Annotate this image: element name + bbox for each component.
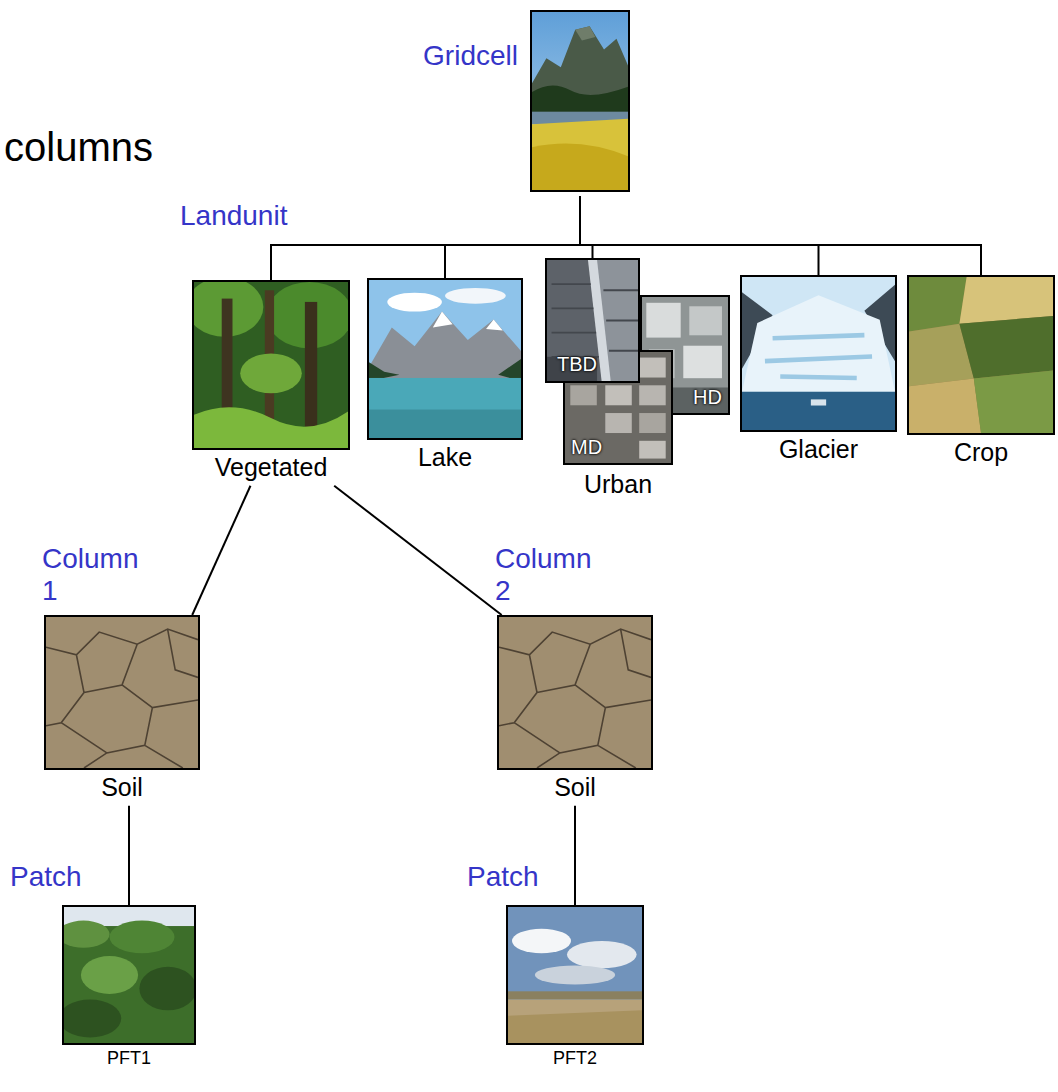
landscape-illustration [194,282,348,448]
landunit-box: Glacier [740,275,897,468]
node-caption: Soil [497,770,653,802]
text-holder: HD [693,386,722,409]
tree-connector [580,196,981,275]
landscape-illustration [499,617,651,768]
column-box: Column 1Soil [44,615,200,806]
level-label: Landunit [180,200,287,232]
landscape-illustration [909,277,1053,433]
landunit-box: Lake [367,278,523,476]
slide-text: columns [4,124,153,170]
text-holder: Patch [10,861,130,893]
tree-connector [334,486,501,615]
node-caption: PFT2 [506,1045,644,1069]
landunit-box: Vegetated [192,280,350,486]
image-frame [506,905,644,1045]
urban-class-label: TBD [557,353,597,376]
patch-box: PatchPFT2 [506,905,644,1073]
node-caption: Glacier [740,432,897,464]
landunit-box: Crop [907,275,1055,471]
node-caption: Vegetated [192,450,350,482]
landscape-illustration [508,907,642,1043]
image-frame [62,905,196,1045]
image-frame [367,278,523,440]
level-label: Gridcell [423,40,518,72]
landscape-illustration [46,617,198,768]
tree-connector [128,806,130,905]
landscape-illustration [532,12,628,190]
level-label: Column 2 [495,543,605,607]
image-frame [192,280,350,450]
landscape-illustration [369,280,521,438]
landscape-illustration [742,277,895,430]
tree-connector [574,806,576,905]
text-holder: Patch [467,861,587,893]
text-holder: TBD [557,353,597,376]
text-holder: MD [571,436,602,459]
level-label: Column 1 [42,543,152,607]
text-holder: Gridcell [423,40,518,72]
urban-class-label: MD [571,436,602,459]
tree-connector [580,196,593,258]
node-caption: Soil [44,770,200,802]
image-frame [530,10,630,192]
column-box: Column 2Soil [497,615,653,806]
patch-box: PatchPFT1 [62,905,196,1073]
tree-connector [192,486,250,615]
image-frame: TBD [545,258,640,383]
text-holder: Column 2 [495,543,605,607]
landscape-illustration [64,907,194,1043]
node-caption: Lake [367,440,523,472]
text-holder: Column 1 [42,543,152,607]
urban-box: TBD [545,258,640,387]
image-frame [740,275,897,432]
level-label: Patch [10,861,130,893]
node-caption: PFT1 [62,1045,196,1069]
group-caption: Urban [563,470,673,499]
gridcell-box: Gridcell [530,10,630,196]
level-label: Patch [467,861,587,893]
image-frame [497,615,653,770]
tree-connector [271,196,580,280]
urban-class-label: HD [693,386,722,409]
image-frame [44,615,200,770]
image-frame [907,275,1055,435]
node-caption: Crop [907,435,1055,467]
